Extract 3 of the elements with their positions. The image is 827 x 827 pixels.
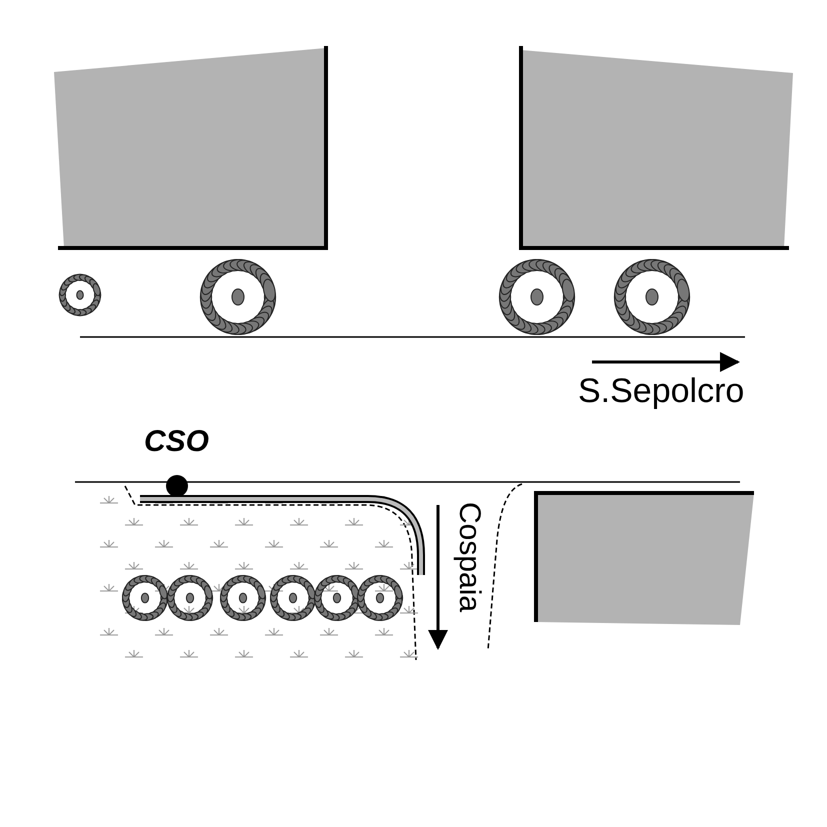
destination-label: Cospaia (454, 502, 484, 612)
outfall-label: CSO (144, 427, 210, 457)
destination-label: S.Sepolcro (578, 374, 744, 408)
